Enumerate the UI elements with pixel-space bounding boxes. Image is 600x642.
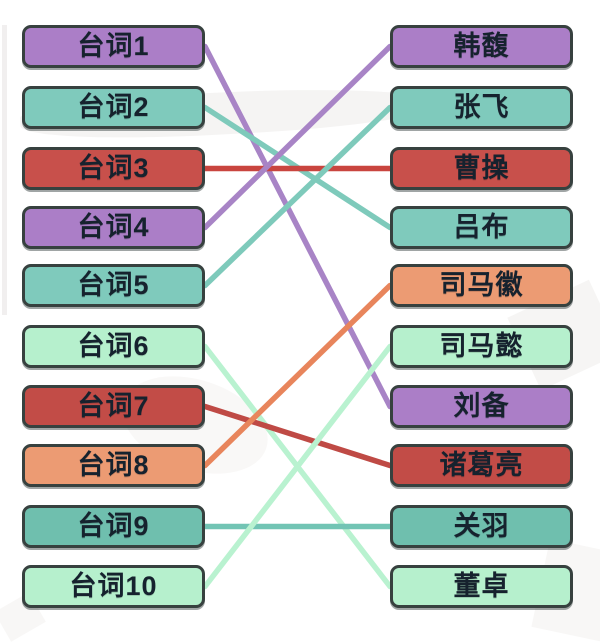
item-label: 司马徽 xyxy=(439,270,524,300)
item-label: 张飞 xyxy=(453,92,510,122)
left-item-7[interactable]: 台词7 xyxy=(22,385,205,428)
item-label: 司马懿 xyxy=(439,331,524,361)
item-label: 诸葛亮 xyxy=(439,450,524,480)
right-item-9[interactable]: 关羽 xyxy=(390,505,573,548)
item-label: 台词7 xyxy=(77,391,150,421)
item-label: 韩馥 xyxy=(453,31,510,61)
item-label: 关羽 xyxy=(453,511,510,541)
item-label: 台词2 xyxy=(77,92,150,122)
item-label: 刘备 xyxy=(453,391,510,421)
left-item-9[interactable]: 台词9 xyxy=(22,505,205,548)
item-label: 曹操 xyxy=(453,153,510,183)
right-item-1[interactable]: 韩馥 xyxy=(390,25,573,68)
item-label: 台词1 xyxy=(77,31,150,61)
item-label: 台词8 xyxy=(77,450,150,480)
left-item-3[interactable]: 台词3 xyxy=(22,147,205,190)
right-item-6[interactable]: 司马懿 xyxy=(390,325,573,368)
right-item-4[interactable]: 吕布 xyxy=(390,206,573,249)
item-label: 台词6 xyxy=(77,331,150,361)
left-item-2[interactable]: 台词2 xyxy=(22,86,205,129)
right-item-5[interactable]: 司马徽 xyxy=(390,264,573,307)
right-item-7[interactable]: 刘备 xyxy=(390,385,573,428)
item-label: 台词3 xyxy=(77,153,150,183)
connection-line-8 xyxy=(202,282,393,469)
left-item-8[interactable]: 台词8 xyxy=(22,444,205,487)
item-label: 董卓 xyxy=(453,571,510,601)
left-item-4[interactable]: 台词4 xyxy=(22,206,205,249)
item-label: 吕布 xyxy=(453,212,510,242)
item-label: 台词9 xyxy=(77,511,150,541)
item-label: 台词5 xyxy=(77,270,150,300)
left-item-6[interactable]: 台词6 xyxy=(22,325,205,368)
item-label: 台词4 xyxy=(77,212,150,242)
left-item-5[interactable]: 台词5 xyxy=(22,264,205,307)
connection-line-10 xyxy=(202,343,393,590)
left-item-10[interactable]: 台词10 xyxy=(22,565,205,608)
connection-line-1 xyxy=(202,43,393,410)
right-item-2[interactable]: 张飞 xyxy=(390,86,573,129)
connection-line-7 xyxy=(202,403,393,469)
right-item-8[interactable]: 诸葛亮 xyxy=(390,444,573,487)
left-item-1[interactable]: 台词1 xyxy=(22,25,205,68)
right-item-10[interactable]: 董卓 xyxy=(390,565,573,608)
right-item-3[interactable]: 曹操 xyxy=(390,147,573,190)
item-label: 台词10 xyxy=(69,571,158,601)
